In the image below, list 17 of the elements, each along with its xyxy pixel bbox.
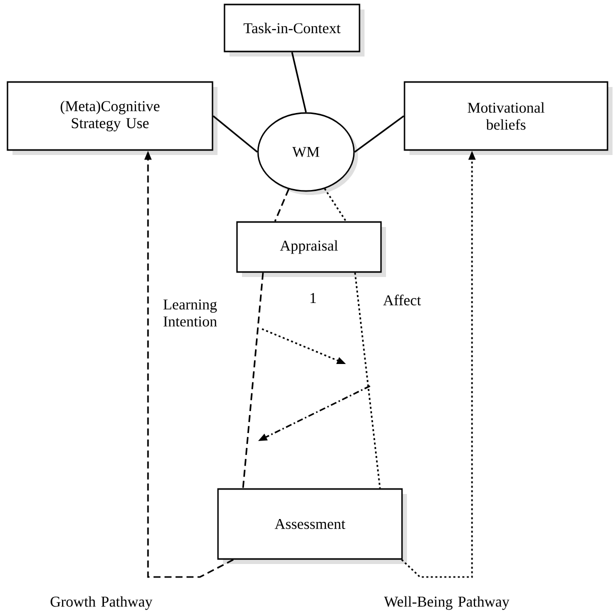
text-box: Motivational beliefs: [404, 81, 612, 155]
connector: [212, 115, 258, 153]
connector: [324, 188, 347, 222]
edge-label: Affect: [383, 294, 421, 306]
ellipse-node: WM: [257, 112, 358, 195]
text-box: Assessment: [217, 488, 407, 564]
number-label: 1: [310, 293, 316, 303]
edge-label: Learning Intention: [163, 299, 217, 327]
connector: [291, 52, 307, 112]
text-box: Task-in-Context: [224, 4, 364, 56]
edge-label: Growth Pathway: [50, 596, 152, 610]
text-box: (Meta)Cognitive Strategy Use: [6, 81, 218, 155]
text-box: Appraisal: [236, 221, 386, 277]
edge-label: Well-Being Pathway: [384, 596, 510, 610]
connector: [354, 272, 381, 488]
connector: [354, 115, 404, 153]
connector: [274, 188, 290, 222]
